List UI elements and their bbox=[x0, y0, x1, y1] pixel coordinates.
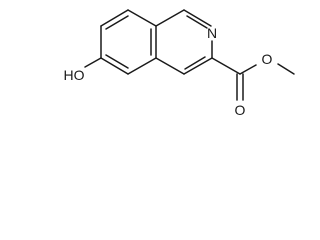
bond-c5-c4a bbox=[127, 57, 157, 75]
bond-c8-c7 bbox=[100, 9, 129, 27]
bond-c8a-c8 bbox=[127, 9, 157, 27]
bond-c3-c4-inner bbox=[184, 56, 206, 70]
substituents bbox=[84, 57, 295, 101]
structure-canvas: N HO O O bbox=[64, 9, 295, 118]
hydroxyl-label: HO bbox=[64, 67, 85, 83]
nitrogen-label: N bbox=[207, 25, 217, 41]
bond-c8a-c1 bbox=[155, 9, 185, 27]
bond-c6-oh bbox=[84, 57, 102, 68]
left-ring bbox=[100, 9, 157, 75]
bond-c6-c5-inner bbox=[105, 54, 129, 69]
bond-c1-n2 bbox=[183, 9, 212, 27]
bond-c4-c4a bbox=[155, 57, 185, 75]
bond-c3-c4 bbox=[183, 57, 213, 75]
bond-c6-c5 bbox=[100, 57, 129, 75]
right-ring bbox=[150, 9, 213, 75]
bond-ester-o-methyl bbox=[277, 63, 295, 75]
bond-c8-c7-inner bbox=[105, 15, 129, 30]
ester-oxygen-label: O bbox=[262, 51, 273, 67]
atom-labels: N HO O O bbox=[64, 25, 273, 118]
carbonyl-oxygen-label: O bbox=[235, 102, 246, 118]
bond-c1-n2-inner bbox=[186, 15, 208, 29]
bond-c3-ester-c bbox=[211, 57, 241, 75]
bond-ester-c-ester-o bbox=[239, 64, 257, 75]
